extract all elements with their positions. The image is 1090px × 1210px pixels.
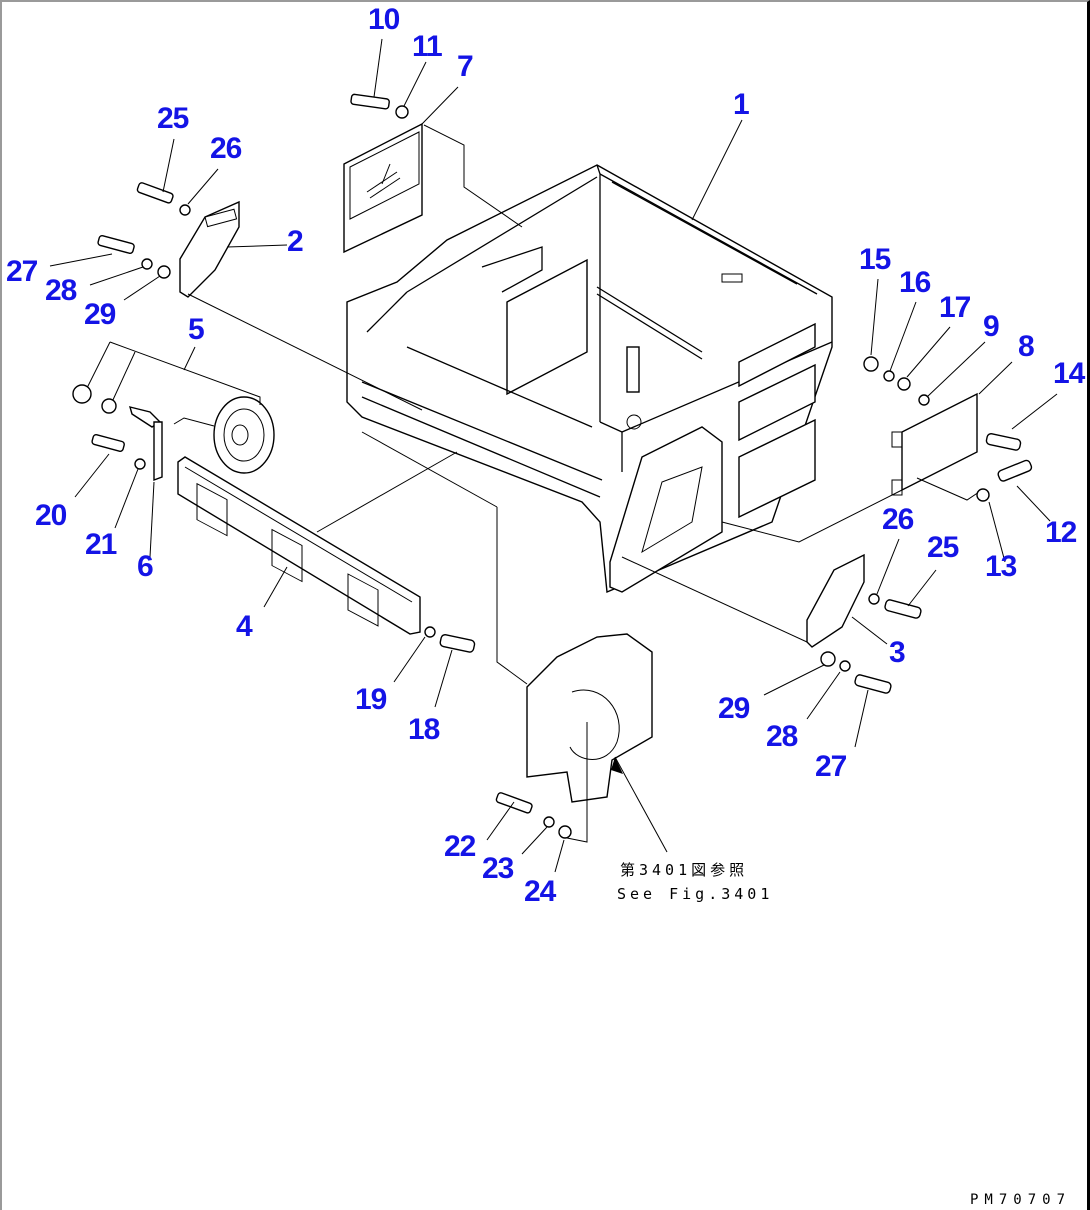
reference-note-english: See Fig.3401 xyxy=(617,885,774,903)
callout-26-left: 26 xyxy=(210,132,242,165)
callout-17: 17 xyxy=(939,291,971,324)
callout-10: 10 xyxy=(368,3,400,36)
drawing-code: PM70707 xyxy=(970,1192,1072,1208)
callout-29-left: 29 xyxy=(84,298,116,331)
bracket-left-part xyxy=(179,200,423,411)
bracket-right-part xyxy=(621,553,865,648)
callout-13: 13 xyxy=(985,550,1017,583)
callout-1: 1 xyxy=(733,88,750,121)
callout-6: 6 xyxy=(137,550,154,583)
callout-27-left: 27 xyxy=(6,255,38,288)
callout-8: 8 xyxy=(1018,330,1035,363)
horn-part xyxy=(72,341,275,474)
callout-4: 4 xyxy=(236,610,253,643)
callout-27-right: 27 xyxy=(815,750,847,783)
callout-28-left: 28 xyxy=(45,274,77,307)
callout-9: 9 xyxy=(983,310,1000,343)
fasteners xyxy=(91,93,1033,839)
callout-26-right: 26 xyxy=(882,503,914,536)
flywheel-housing-part xyxy=(361,431,668,853)
callout-15: 15 xyxy=(859,243,891,276)
leader-lines xyxy=(49,38,1058,873)
callout-28-right: 28 xyxy=(766,720,798,753)
side-plate-part xyxy=(721,392,983,543)
reference-note-japanese: 第3401図参照 xyxy=(620,861,749,879)
callout-16: 16 xyxy=(899,266,931,299)
callout-12: 12 xyxy=(1045,516,1077,549)
front-cover-part xyxy=(177,451,458,635)
frame-part xyxy=(346,164,833,594)
callout-18: 18 xyxy=(408,713,440,746)
top-cover-part xyxy=(343,122,523,254)
horn-bracket-part xyxy=(153,421,163,482)
callout-29-right: 29 xyxy=(718,692,750,725)
callout-19: 19 xyxy=(355,683,387,716)
callout-20: 20 xyxy=(35,499,67,532)
callout-21: 21 xyxy=(85,528,117,561)
callout-22: 22 xyxy=(444,830,476,863)
callout-24: 24 xyxy=(524,875,556,908)
callout-14: 14 xyxy=(1053,357,1085,390)
callout-2: 2 xyxy=(287,225,304,258)
callout-5: 5 xyxy=(188,313,205,346)
callout-11: 11 xyxy=(412,30,443,63)
callout-3: 3 xyxy=(889,636,906,669)
callout-25-left: 25 xyxy=(157,102,189,135)
callout-7: 7 xyxy=(457,50,474,83)
callout-25-right: 25 xyxy=(927,531,959,564)
callout-23: 23 xyxy=(482,852,514,885)
